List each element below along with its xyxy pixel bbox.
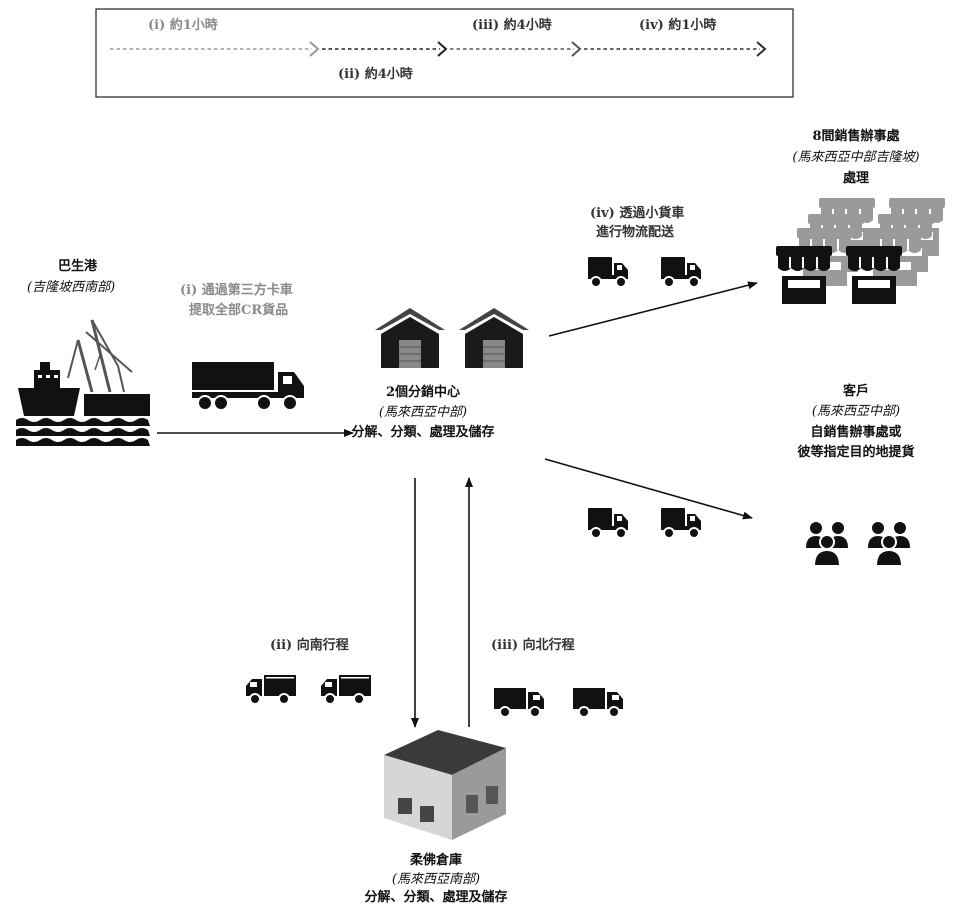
sales-offices-icon: [775, 197, 946, 305]
warehouse-title: 柔佛倉庫: [409, 853, 462, 868]
customers-icon-1: [805, 521, 849, 567]
leg-ii-label: (ii) 向南行程: [270, 638, 349, 653]
legend-timeline: [110, 41, 767, 57]
southbound-truck-icon-1: [245, 674, 297, 705]
leg-iv-line1: (iv) 透過小貨車: [590, 206, 685, 221]
legend-step-iv: (iv) 約1小時: [639, 18, 717, 33]
customers-subtitle: (馬來西亞中部): [811, 404, 901, 419]
leg-iii-label: (iii) 向北行程: [491, 638, 575, 653]
trailer-truck-icon: [192, 362, 304, 411]
port-icon: [16, 319, 150, 446]
dc-warehouse-icon-1: [374, 307, 446, 369]
warehouse-subtitle: (馬來西亞南部): [391, 872, 481, 887]
van-icon-3: [587, 507, 629, 539]
warehouse-desc: 分解、分類、處理及儲存: [364, 890, 508, 905]
van-icon-2: [660, 256, 702, 288]
van-icon-4: [660, 507, 702, 539]
sales-offices-title: 8間銷售辦事處: [812, 129, 900, 144]
leg-i-line1: (i) 通過第三方卡車: [180, 283, 293, 298]
dc-title: 2個分銷中心: [385, 385, 461, 400]
customers-title: 客戶: [842, 384, 869, 399]
customers-icon-2: [867, 521, 911, 567]
johor-warehouse-icon: [384, 730, 506, 840]
port-subtitle: (吉隆坡西南部): [27, 280, 116, 295]
port-title: 巴生港: [58, 259, 98, 274]
customers-line1: 自銷售辦事處或: [810, 425, 902, 440]
leg-i-line2: 提取全部CR貨品: [189, 303, 289, 318]
dc-desc: 分解、分類、處理及儲存: [351, 425, 495, 440]
legend-step-iii: (iii) 約4小時: [472, 18, 552, 33]
arrow-dc-to-sales: [548, 281, 758, 337]
customers-line2: 彼等指定目的地提貨: [797, 445, 915, 460]
leg-iv-line2: 進行物流配送: [596, 225, 675, 240]
sales-offices-desc: 處理: [842, 171, 869, 186]
legend-step-i: (i) 約1小時: [148, 18, 218, 33]
van-icon-1: [587, 256, 629, 288]
legend-box: [95, 8, 794, 98]
legend-step-ii: (ii) 約4小時: [338, 67, 413, 82]
southbound-truck-icon-2: [320, 674, 372, 705]
arrow-dc-to-customers: [544, 458, 753, 520]
northbound-truck-icon-2: [572, 687, 624, 718]
dc-warehouse-icon-2: [458, 307, 530, 369]
sales-offices-subtitle: (馬來西亞中部吉隆坡): [792, 150, 920, 165]
dc-subtitle: (馬來西亞中部): [378, 405, 468, 420]
northbound-truck-icon-1: [493, 687, 545, 718]
